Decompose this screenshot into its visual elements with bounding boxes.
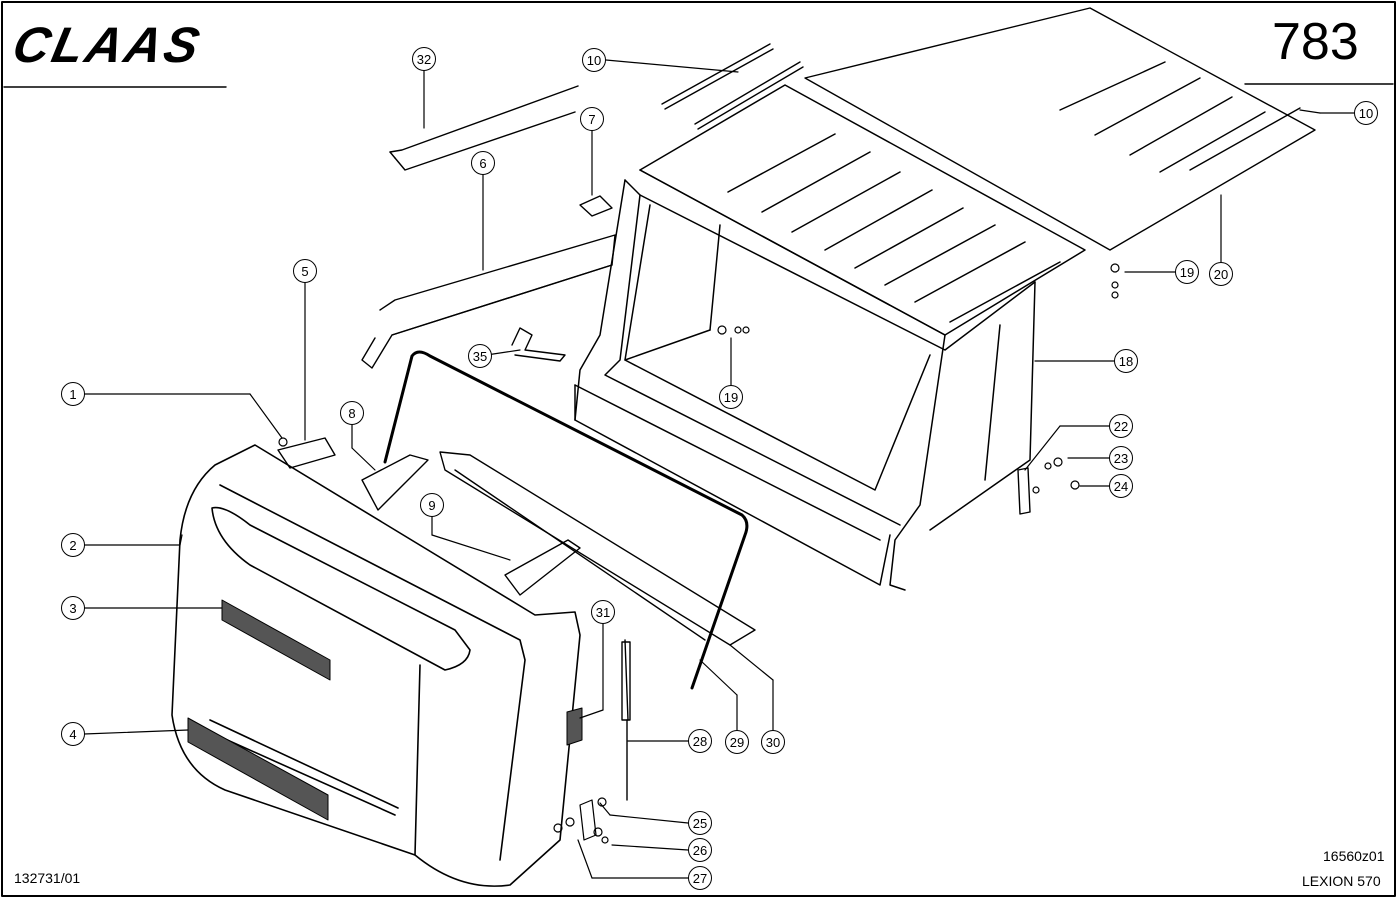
- lower-grille: [187, 717, 329, 821]
- callout-8: 8: [340, 401, 364, 425]
- callout-10-right: 10: [1354, 101, 1378, 125]
- long-bracket: [361, 234, 616, 369]
- callout-24: 24: [1109, 474, 1133, 498]
- callout-1: 1: [61, 382, 85, 406]
- brand-logo: CLAAS: [8, 17, 208, 73]
- page-number: 783: [1272, 13, 1359, 71]
- side-guide-right: [504, 539, 581, 596]
- callout-35: 35: [468, 344, 492, 368]
- callout-6: 6: [471, 151, 495, 175]
- fasteners: [278, 263, 1120, 844]
- callout-31: 31: [591, 600, 615, 624]
- small-bracket: [579, 195, 613, 217]
- callout-26: 26: [688, 838, 712, 862]
- leader-lines: [83, 59, 1355, 879]
- angle-strip: [389, 85, 579, 171]
- callout-10-top: 10: [582, 48, 606, 72]
- callout-19-upper: 19: [1175, 260, 1199, 284]
- side-grille: [566, 707, 583, 746]
- callout-3: 3: [61, 596, 85, 620]
- gas-strut: [621, 639, 631, 801]
- side-guide-left: [361, 454, 429, 511]
- top-cover-plate: [804, 7, 1316, 251]
- figure-id: 16560z01: [1323, 848, 1385, 864]
- hinge-plate: [1017, 467, 1031, 515]
- callout-19-lower: 19: [719, 385, 743, 409]
- callout-30: 30: [761, 730, 785, 754]
- callout-18: 18: [1114, 349, 1138, 373]
- callout-28: 28: [688, 729, 712, 753]
- callout-2: 2: [61, 533, 85, 557]
- main-housing: [574, 84, 1086, 591]
- hinge: [277, 437, 336, 469]
- callout-5: 5: [293, 259, 317, 283]
- support-bracket: [511, 327, 566, 362]
- callout-22: 22: [1109, 414, 1133, 438]
- callout-23: 23: [1109, 446, 1133, 470]
- deflector-panel: [439, 451, 756, 646]
- callout-9: 9: [420, 493, 444, 517]
- callout-29: 29: [725, 730, 749, 754]
- strip-pair-top: [661, 43, 804, 130]
- callout-4: 4: [61, 722, 85, 746]
- rubber-seal: [383, 350, 749, 690]
- callout-25: 25: [688, 811, 712, 835]
- model-name: LEXION 570: [1302, 873, 1381, 889]
- callout-7: 7: [580, 107, 604, 131]
- callout-32: 32: [412, 47, 436, 71]
- drawing-number: 132731/01: [14, 870, 81, 886]
- callout-27: 27: [688, 866, 712, 890]
- front-hood: [171, 444, 583, 887]
- upper-grille: [221, 599, 331, 681]
- callout-20: 20: [1209, 262, 1233, 286]
